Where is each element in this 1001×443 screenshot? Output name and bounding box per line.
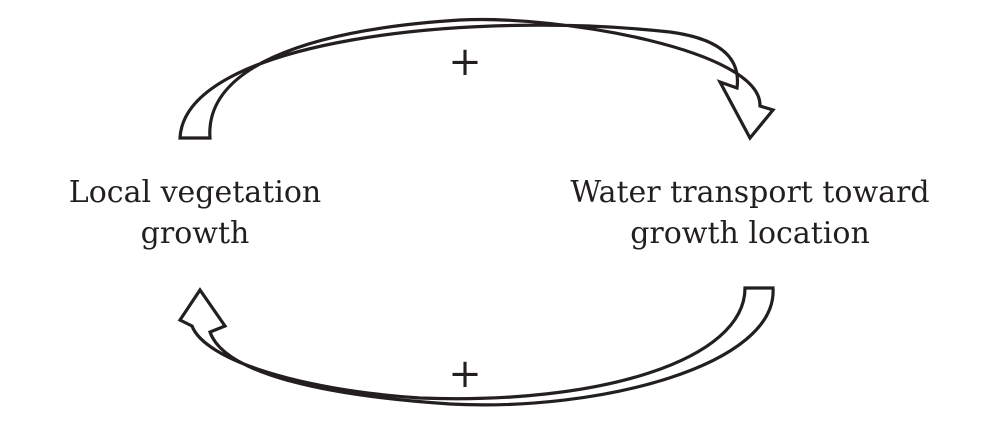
node-right-line1: Water transport toward bbox=[570, 175, 929, 210]
node-local-vegetation-growth: Local vegetation growth bbox=[69, 175, 321, 251]
top-polarity-sign: + bbox=[448, 39, 482, 85]
bottom-polarity-sign: + bbox=[448, 351, 482, 397]
node-left-line2: growth bbox=[141, 216, 250, 251]
top-feedback-arrow bbox=[178, 17, 776, 141]
node-left-line1: Local vegetation bbox=[69, 175, 321, 210]
node-right-line2: growth location bbox=[630, 216, 870, 251]
node-water-transport: Water transport toward growth location bbox=[570, 175, 929, 251]
bottom-feedback-arrow bbox=[177, 286, 775, 407]
